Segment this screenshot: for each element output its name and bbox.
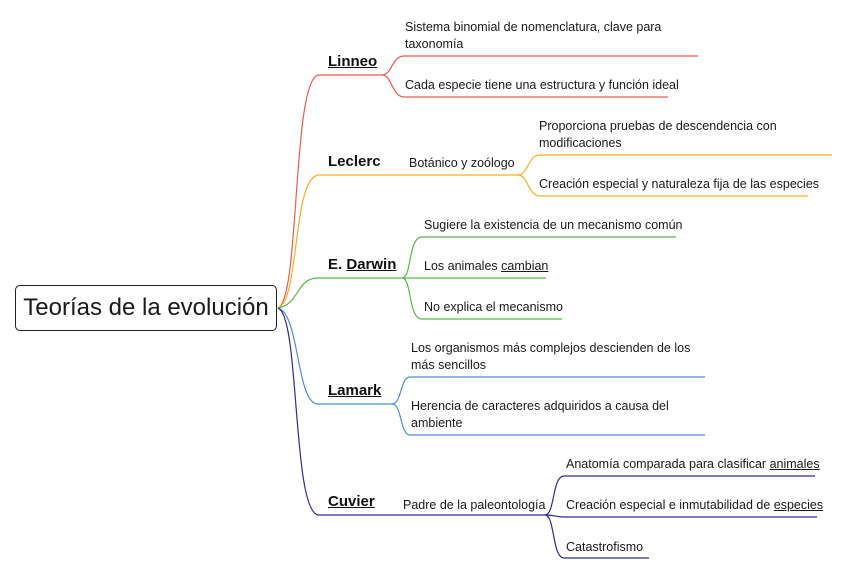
- leclerc-child-2[interactable]: Creación especial y naturaleza fija de l…: [539, 177, 820, 191]
- branch-leclerc[interactable]: Leclerc: [328, 153, 381, 170]
- connector-lamark-1: [391, 376, 705, 405]
- cuvier-child-2-text: Creación especial e inmutabilidad de: [566, 498, 771, 512]
- cuvier-child-1[interactable]: Anatomía comparada para clasificar anima…: [566, 456, 820, 473]
- connector-root-darwin: [277, 277, 402, 309]
- connector-root-cuvier: [277, 307, 545, 516]
- connector-linneo-2: [381, 74, 668, 98]
- connector-cuvier-2: [544, 514, 817, 518]
- connector-lamark-2: [391, 403, 705, 436]
- root-node[interactable]: Teorías de la evolución: [15, 285, 277, 331]
- connector-linneo-1: [381, 55, 698, 76]
- branch-cuvier[interactable]: Cuvier: [328, 493, 375, 510]
- darwin-prefix: E.: [328, 256, 343, 273]
- cuvier-child-2[interactable]: Creación especial e inmutabilidad de esp…: [566, 497, 823, 514]
- darwin-child-2-link[interactable]: cambian: [501, 259, 549, 273]
- branch-darwin[interactable]: E. Darwin: [328, 256, 396, 273]
- connector-darwin-1: [401, 236, 676, 279]
- darwin-child-3[interactable]: No explica el mecanismo: [424, 300, 563, 314]
- cuvier-mid-node[interactable]: Padre de la paleontología: [403, 498, 546, 512]
- darwin-child-2[interactable]: Los animales cambian: [424, 258, 548, 275]
- lamark-child-2[interactable]: Herencia de caracteres adquiridos a caus…: [411, 399, 669, 430]
- branch-linneo[interactable]: Linneo: [328, 53, 378, 70]
- cuvier-child-1-link[interactable]: animales: [769, 457, 820, 471]
- leclerc-child-1[interactable]: Proporciona pruebas de descendencia con …: [539, 119, 777, 150]
- connector-root-lamark: [277, 307, 392, 405]
- connector-root-linneo: [277, 74, 382, 309]
- cuvier-child-2-link[interactable]: especies: [773, 498, 824, 512]
- branch-lamark[interactable]: Lamark: [328, 382, 382, 399]
- linneo-child-1[interactable]: Sistema binomial de nomenclatura, clave …: [405, 20, 662, 51]
- cuvier-child-1-text: Anatomía comparada para clasificar: [566, 457, 767, 471]
- connector-cuvier-3: [544, 514, 649, 559]
- leclerc-mid-node[interactable]: Botánico y zoólogo: [409, 156, 515, 170]
- connector-darwin-3: [401, 277, 562, 320]
- darwin-child-1[interactable]: Sugiere la existencia de un mecanismo co…: [424, 218, 683, 232]
- cuvier-child-3[interactable]: Catastrofismo: [566, 540, 644, 554]
- root-label: Teorías de la evolución: [23, 294, 269, 321]
- darwin-name: Darwin: [346, 256, 397, 273]
- darwin-child-2-text: Los animales: [424, 259, 498, 273]
- linneo-child-2[interactable]: Cada especie tiene una estructura y func…: [405, 78, 679, 92]
- connector-cuvier-1: [544, 475, 815, 516]
- connector-root-leclerc: [277, 174, 518, 309]
- connector-leclerc-1: [517, 154, 832, 176]
- lamark-child-1[interactable]: Los organismos más complejos descienden …: [411, 341, 691, 372]
- connector-leclerc-2: [517, 174, 808, 197]
